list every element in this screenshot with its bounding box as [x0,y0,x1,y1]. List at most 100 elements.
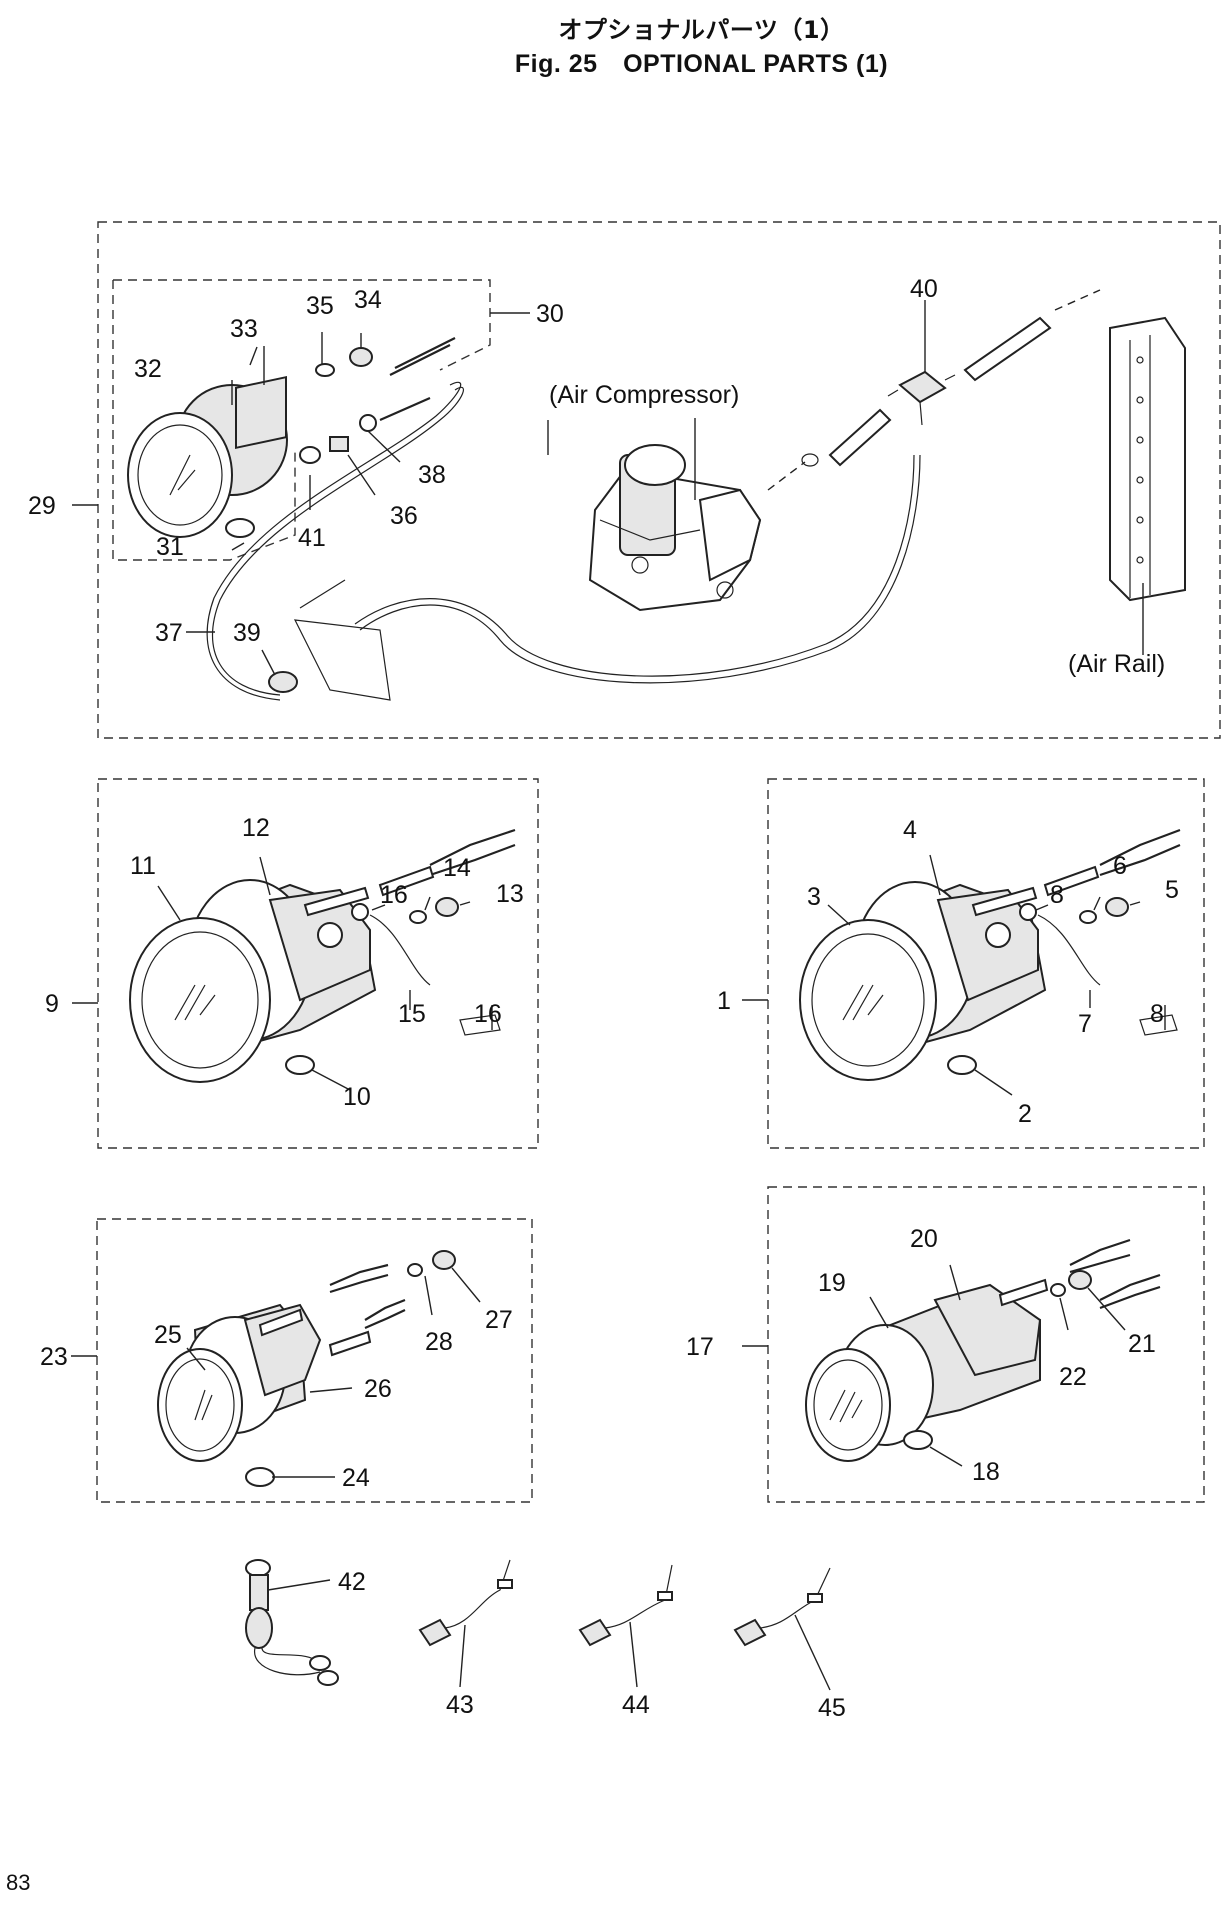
fitting-39 [268,671,298,693]
callout-6: 6 [1113,852,1127,880]
air-pressure-gauge-32 [127,375,288,538]
washer-35 [315,363,335,377]
hose-clamp [801,453,819,467]
callout-3: 3 [807,883,821,911]
callout-33: 33 [230,315,258,343]
callout-29: 29 [28,492,56,520]
housing-12 [268,888,371,1002]
washer-6 [1079,910,1097,924]
nut-21 [1068,1270,1092,1290]
callout-9: 9 [45,990,59,1018]
group-23-gauge-kit: 23 24 25 26 27 28 [40,1218,533,1503]
callout-30: 30 [536,300,564,328]
callout-36: 36 [390,502,418,530]
nut-5 [1105,897,1129,917]
gauge-wire-sleeve [303,886,370,917]
callout-20: 20 [910,1225,938,1253]
callout-24: 24 [342,1464,370,1492]
gauge-wires-lower [364,1298,406,1330]
callout-26: 26 [364,1375,392,1403]
sender-harness-45: 45 [733,1567,846,1722]
air-hose-to-tee [359,454,921,684]
nut-13 [435,897,459,917]
washer-14 [409,910,427,924]
callout-42: 42 [338,1568,366,1596]
group-30-outline [112,280,296,561]
callout-22: 22 [1059,1363,1087,1391]
air-tube-to-rail [963,316,1052,382]
callout-44: 44 [622,1691,650,1719]
bulb-18 [903,1430,933,1450]
socket-hole [985,922,1011,948]
bulb-2 [947,1055,977,1075]
callout-12: 12 [242,814,270,842]
gauge-wire-lead [389,344,451,376]
washer-41 [299,446,321,464]
callout-25: 25 [154,1321,182,1349]
gauge-wire-sleeve [258,1308,304,1337]
air-tube-segment [828,408,892,467]
callout-7: 7 [1078,1010,1092,1038]
page-number: 83 [6,1870,31,1895]
callout-16a: 16 [380,881,408,909]
air-tube-37 [211,386,464,696]
callout-27: 27 [485,1306,513,1334]
bulb-10 [285,1055,315,1075]
callout-28: 28 [425,1328,453,1356]
callout-5: 5 [1165,876,1179,904]
callout-19: 19 [818,1269,846,1297]
socket-hole [317,922,343,948]
sender-harness-44: 44 [578,1564,673,1719]
callout-32: 32 [134,355,162,383]
callout-21: 21 [1128,1330,1156,1358]
group-23-outline [96,1218,533,1503]
callout-10: 10 [343,1083,371,1111]
clamp-8b [1139,1014,1178,1036]
bulb-24 [245,1467,275,1487]
callout-37: 37 [155,619,183,647]
callout-15: 15 [398,1000,426,1028]
group-17-outline [767,1186,1205,1503]
sender-harness-43: 43 [418,1559,513,1719]
callout-17: 17 [686,1333,714,1361]
gauge-wires-upper [329,1263,389,1294]
callout-39: 39 [233,619,261,647]
clamp-16a [351,903,369,921]
mounting-bracket [293,579,391,701]
callout-31: 31 [156,533,184,561]
group-1-outline [767,778,1205,1149]
lamp-wire-15 [369,914,431,986]
bulb-31 [225,518,255,538]
callout-11: 11 [130,852,156,880]
gauge-wires [429,828,516,877]
rail-connection-line [1054,289,1101,311]
clamp-8a [1019,903,1037,921]
gauge-wire-sleeve [998,1278,1049,1307]
callout-23: 23 [40,1343,68,1371]
nut-34 [349,347,373,367]
clamp-16b [459,1014,501,1036]
tee-fitting-40 [898,370,947,404]
group-29-air-gauge-kit: 29 30 31 32 33 34 35 36 37 38 39 40 41 (… [28,221,1221,739]
air-rail [1109,316,1186,602]
air-compressor [588,444,762,612]
callout-43: 43 [446,1691,474,1719]
callout-4: 4 [903,816,917,844]
switch-harness-42: 42 [245,1559,366,1686]
group-9-gauge-kit: 9 10 11 12 13 14 15 16 16 [45,778,539,1149]
washer-22 [1050,1283,1066,1297]
group-30-outline-top [113,279,491,371]
callout-8a: 8 [1050,881,1064,909]
washer-28 [407,1263,423,1277]
callout-38: 38 [418,461,446,489]
gauge-wires [1099,828,1181,877]
callout-1: 1 [717,987,731,1015]
callout-18: 18 [972,1458,1000,1486]
housing-4 [936,888,1039,1002]
label-air-rail: (Air Rail) [1068,650,1165,678]
figure-title-japanese: オプショナルパーツ（1） [558,16,845,44]
lamp-wire-7 [1037,914,1101,986]
callout-2: 2 [1018,1100,1032,1128]
callout-8b: 8 [1150,1000,1164,1028]
